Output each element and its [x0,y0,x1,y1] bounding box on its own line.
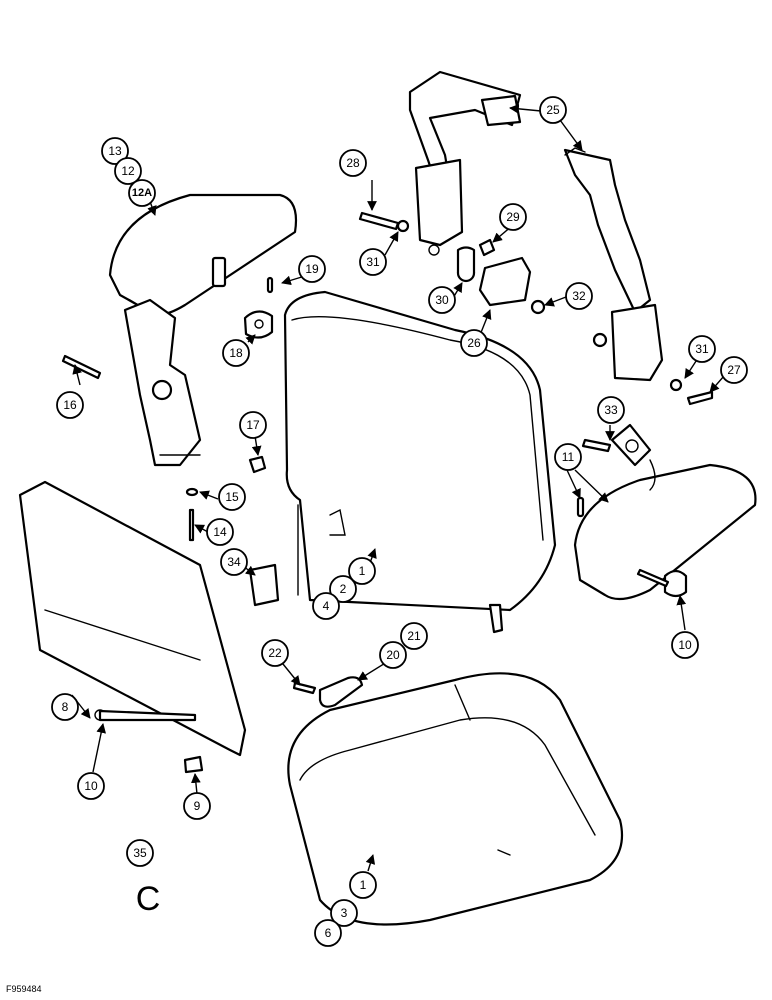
callout-34: 34 [220,548,248,576]
svg-text:31: 31 [366,255,380,269]
section-letter: C [136,880,161,918]
svg-text:1: 1 [359,564,366,578]
svg-text:28: 28 [346,156,360,170]
callout-33: 33 [597,396,625,424]
svg-text:3: 3 [341,906,348,920]
svg-text:32: 32 [572,289,586,303]
callout-17: 17 [239,411,267,439]
rear-panel [18,480,247,774]
svg-text:13: 13 [108,144,122,158]
svg-text:11: 11 [562,450,575,464]
callout-22: 22 [261,639,289,667]
callout-16: 16 [56,391,84,419]
seat-belt-assembly [408,70,664,382]
callout-10-right: 10 [671,631,699,659]
figure-id: F959484 [6,984,42,994]
svg-text:9: 9 [194,799,201,813]
svg-text:26: 26 [467,336,481,350]
callout-12: 12 [114,157,142,185]
svg-text:1: 1 [360,878,367,892]
callout-32: 32 [565,282,593,310]
svg-text:14: 14 [213,525,227,539]
hardware-items [61,211,714,542]
svg-text:15: 15 [225,490,239,504]
svg-text:29: 29 [506,210,520,224]
svg-text:20: 20 [386,648,400,662]
svg-text:8: 8 [62,700,69,714]
callout-4: 4 [312,592,340,620]
callout-26: 26 [460,329,488,357]
callout-29: 29 [499,203,527,231]
callout-1-backrest: 1 [348,557,376,585]
svg-text:31: 31 [695,342,709,356]
callout-25: 25 [539,96,567,124]
callout-8: 8 [51,693,79,721]
bracket-34 [248,563,280,607]
leader-lines [71,103,725,872]
svg-text:27: 27 [727,363,741,377]
callout-21: 21 [400,622,428,650]
svg-text:35: 35 [133,846,147,860]
seat-backrest [283,290,557,634]
callout-9: 9 [183,792,211,820]
svg-text:25: 25 [546,103,560,117]
right-armrest [573,423,757,601]
svg-text:30: 30 [435,293,449,307]
svg-text:33: 33 [604,403,618,417]
svg-text:6: 6 [325,926,332,940]
svg-text:4: 4 [323,599,330,613]
callout-30: 30 [428,286,456,314]
armrest-bracket [123,298,202,467]
adjuster-knob [292,676,364,708]
callout-18: 18 [222,339,250,367]
callout-19: 19 [298,255,326,283]
callout-27: 27 [720,356,748,384]
svg-text:21: 21 [407,629,421,643]
callout-11: 11 [554,443,582,471]
svg-text:34: 34 [227,555,241,569]
callout-28: 28 [339,149,367,177]
callout-3: 3 [330,899,358,927]
svg-text:10: 10 [84,779,98,793]
callout-13: 13 [101,137,129,165]
callout-6: 6 [314,919,342,947]
callout-2: 2 [329,575,357,603]
svg-text:19: 19 [305,262,319,276]
svg-text:18: 18 [229,346,243,360]
callout-31-right: 31 [688,335,716,363]
callout-1-cushion: 1 [349,871,377,899]
callout-31-left: 31 [359,248,387,276]
callout-12a: 12A [128,179,156,207]
callout-35: 35 [126,839,154,867]
svg-text:2: 2 [340,582,347,596]
callout-20: 20 [379,641,407,669]
callout-10-left: 10 [77,772,105,800]
svg-text:22: 22 [268,646,282,660]
svg-text:16: 16 [63,398,77,412]
svg-text:17: 17 [246,418,260,432]
callout-14: 14 [206,518,234,546]
svg-text:12A: 12A [132,187,152,199]
svg-text:12: 12 [121,164,135,178]
seat-cushion [287,672,624,926]
svg-text:10: 10 [678,638,692,652]
callout-15: 15 [218,483,246,511]
